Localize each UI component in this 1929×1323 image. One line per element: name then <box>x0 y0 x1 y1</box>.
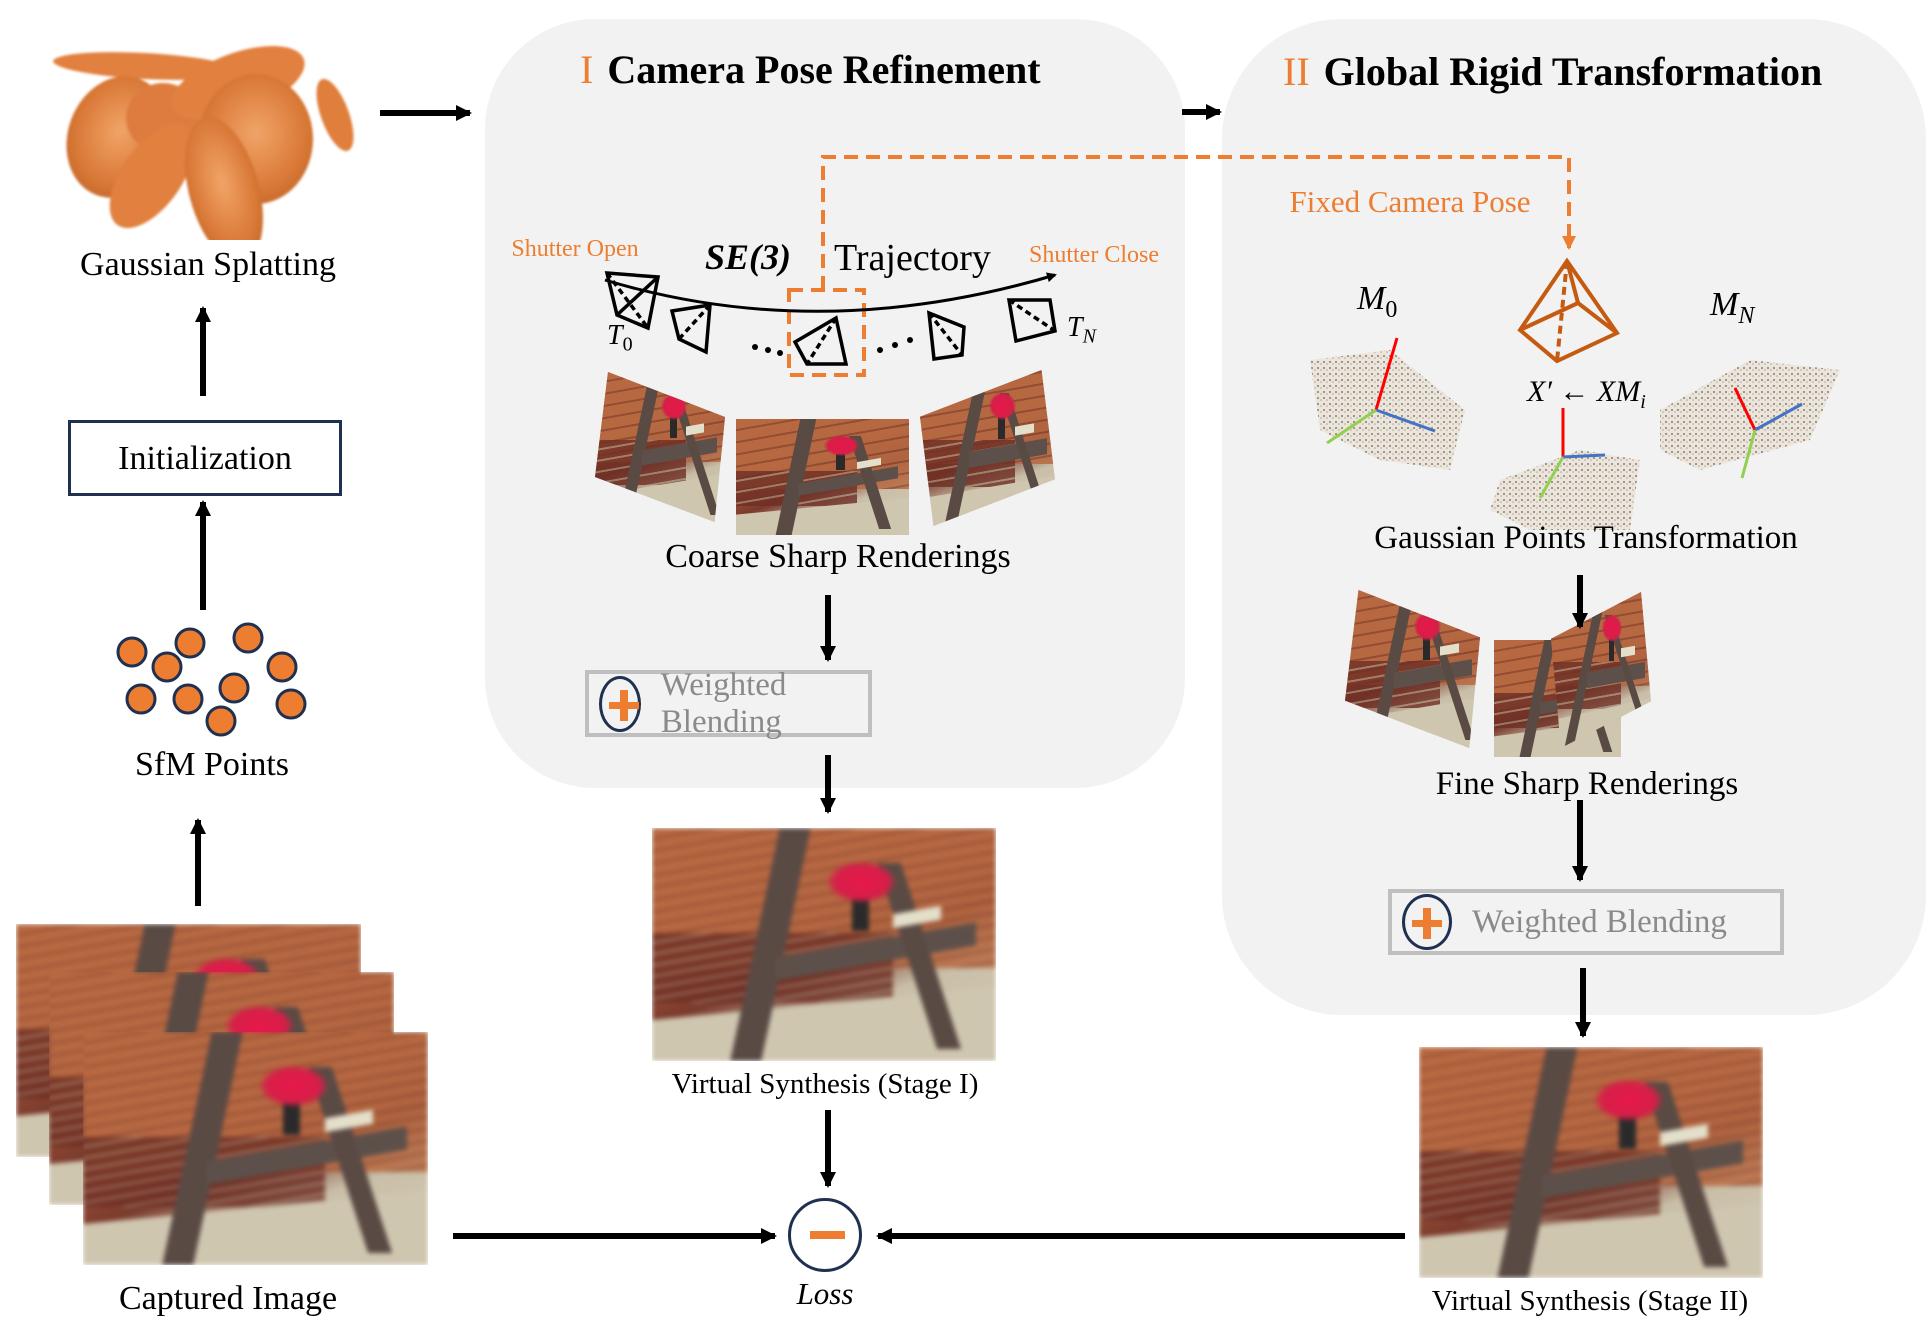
stage2-title: II Global Rigid Transformation <box>1283 52 1822 92</box>
mn-axis-red <box>1733 387 1757 431</box>
loss-label: Loss <box>796 1276 854 1311</box>
trajectory-label: Trajectory <box>834 237 991 279</box>
sfm-points-icon <box>116 622 307 737</box>
point-cloud-center <box>1490 450 1640 530</box>
captured-image-label: Captured Image <box>118 1280 338 1317</box>
transform-equation-text: X′ ← XM <box>1527 375 1641 408</box>
trajectory-math: SE(3) <box>705 237 792 277</box>
fixed-camera-pose-label: Fixed Camera Pose <box>1289 184 1531 219</box>
stage2-synthesis-label: Virtual Synthesis (Stage II) <box>1431 1285 1749 1317</box>
gaussian-points-label: Gaussian Points Transformation <box>1374 520 1798 556</box>
stage1-synthesis-image <box>652 828 996 1061</box>
point-cloud-mn <box>1660 360 1840 470</box>
mn-label: MN <box>1710 286 1754 330</box>
m0-axis-red <box>1374 337 1399 411</box>
stage2-number: II <box>1283 49 1310 94</box>
gaussian-splatting-icon <box>53 46 354 240</box>
gaussian-splatting-label: Gaussian Splatting <box>80 246 336 283</box>
point-cloud-m0 <box>1310 350 1465 470</box>
minus-icon <box>810 1231 845 1239</box>
initialization-label: Initialization <box>118 440 292 477</box>
center-axis-green <box>1538 456 1565 499</box>
loss-node <box>788 1198 862 1272</box>
m0-subscript: 0 <box>1385 296 1398 323</box>
stage2-synthesis-image <box>1419 1047 1763 1278</box>
mn-letter: M <box>1710 286 1739 323</box>
center-axis-blue <box>1562 453 1606 459</box>
mn-subscript: N <box>1738 302 1755 329</box>
stage1-synthesis-label: Virtual Synthesis (Stage I) <box>671 1068 979 1100</box>
tn-letter: T <box>1067 312 1083 343</box>
stage1-blending-label: Weighted Blending <box>660 666 787 740</box>
stage2-weighted-blending: Weighted Blending <box>1388 889 1784 955</box>
plus-circle-icon <box>1402 894 1452 950</box>
tn-label: TN <box>1067 312 1096 349</box>
m0-axis-green <box>1326 408 1377 445</box>
stage1-weighted-blending: Weighted Blending <box>585 667 872 740</box>
mn-axis-green <box>1740 429 1757 479</box>
transform-equation: X′ ← XMi <box>1527 375 1646 414</box>
stage2-blending-label: Weighted Blending <box>1472 903 1727 940</box>
tn-subscript: N <box>1082 325 1096 348</box>
m0-letter: M <box>1357 280 1386 317</box>
coarse-renderings-label: Coarse Sharp Renderings <box>665 538 1011 575</box>
captured-image-3 <box>83 1032 428 1265</box>
stage2-title-text: Global Rigid Transformation <box>1323 49 1823 94</box>
fine-renderings-label: Fine Sharp Renderings <box>1435 766 1739 802</box>
coarse-render-center <box>736 419 909 535</box>
fine-render-right-view <box>1551 592 1651 748</box>
t0-label: T0 <box>607 320 633 357</box>
m0-label: M0 <box>1357 280 1397 324</box>
stage1-title-text: Camera Pose Refinement <box>607 47 1041 92</box>
mn-axis-blue <box>1754 402 1803 432</box>
shutter-open-label: Shutter Open <box>511 236 639 262</box>
point-clouds <box>1310 337 1840 530</box>
t0-subscript: 0 <box>622 333 633 356</box>
transform-equation-subscript: i <box>1640 391 1646 413</box>
t0-letter: T <box>607 320 623 351</box>
m0-axis-blue <box>1375 408 1436 433</box>
stage1-title: I Camera Pose Refinement <box>580 50 1041 90</box>
shutter-close-label: Shutter Close <box>1029 242 1159 268</box>
plus-circle-icon <box>599 675 641 732</box>
stage1-number: I <box>580 47 594 92</box>
sfm-points-label: SfM Points <box>135 746 289 783</box>
initialization-box <box>68 420 342 496</box>
